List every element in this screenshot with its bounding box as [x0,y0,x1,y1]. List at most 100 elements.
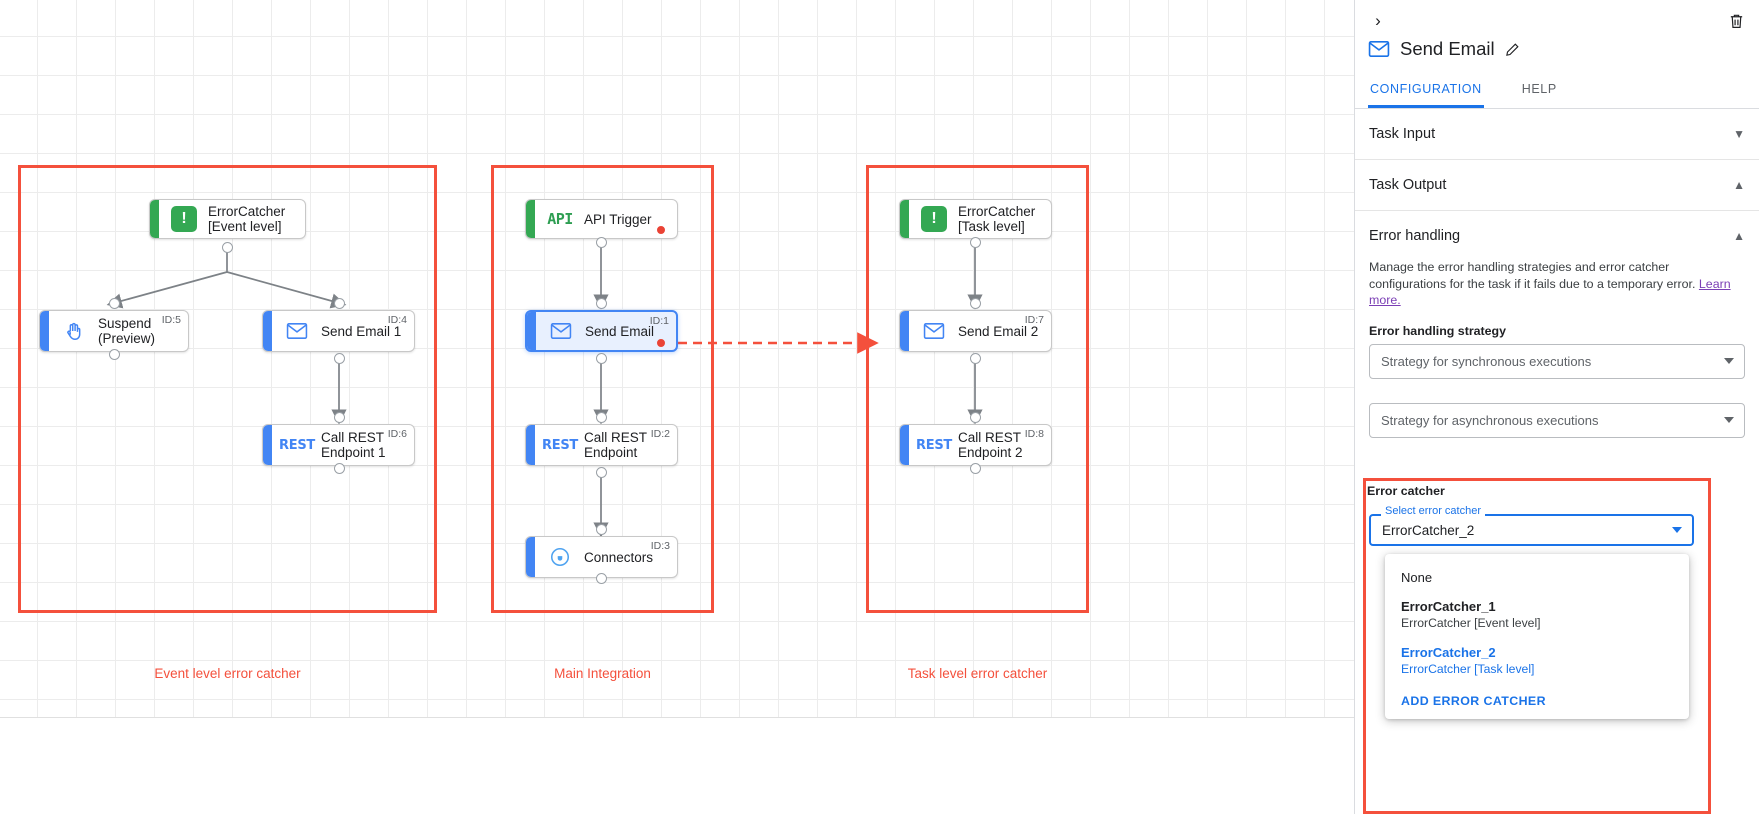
chevron-down-icon[interactable]: ▼ [1733,127,1745,141]
sync-strategy-select[interactable]: Strategy for synchronous executions [1369,343,1745,379]
connector-dot[interactable] [596,412,607,423]
task-config-panel: › Send Email [1354,0,1759,814]
node-id: ID:3 [650,540,670,552]
connector-dot[interactable] [596,524,607,535]
node-api-trigger[interactable]: API API Trigger [525,199,678,239]
error-catcher-icon: ! [914,206,954,232]
section-header-task-output[interactable]: Task Output ▲ [1369,160,1745,210]
node-accent-bar [263,311,272,351]
node-label: Call REST Endpoint 2 [958,430,1023,460]
node-label: ErrorCatcher [Event level] [208,204,286,234]
connector-dot[interactable] [596,237,607,248]
group-box-main-integration [491,165,714,613]
page-title: Send Email [1400,38,1495,59]
description-text: Manage the error handling strategies and… [1369,260,1696,291]
node-error-catcher-task-level[interactable]: ! ErrorCatcher [Task level] [899,199,1052,239]
node-accent-bar [526,200,535,238]
api-icon: API [547,210,573,228]
node-call-rest-endpoint-2[interactable]: REST Call REST Endpoint 2 ID:8 [899,424,1052,466]
node-label: Suspend (Preview) [98,316,156,346]
group-box-task-level [866,165,1089,613]
connector-dot[interactable] [970,412,981,423]
connector-dot[interactable] [596,467,607,478]
connector-dot[interactable] [109,349,120,360]
mail-icon [914,322,954,340]
rest-icon: REST [279,437,315,453]
node-label: ErrorCatcher [Task level] [958,204,1036,234]
trash-icon[interactable] [1723,8,1749,34]
option-secondary: ErrorCatcher [Event level] [1401,616,1541,630]
section-task-input: Task Input ▼ [1355,109,1759,160]
tab-configuration[interactable]: CONFIGURATION [1368,76,1484,108]
option-primary: ErrorCatcher_2 [1401,645,1496,660]
connector-dot[interactable] [970,237,981,248]
group-caption-main-integration: Main Integration [554,666,651,681]
chevron-up-icon[interactable]: ▲ [1733,178,1745,192]
node-id: ID:4 [387,314,407,326]
connector-dot[interactable] [596,298,607,309]
chevron-right-icon[interactable]: › [1375,11,1381,30]
node-accent-bar [900,311,909,351]
connector-dot[interactable] [334,463,345,474]
section-task-output: Task Output ▲ [1355,160,1759,211]
node-call-rest-endpoint[interactable]: REST Call REST Endpoint ID:2 [525,424,678,466]
section-error-handling: Error handling ▲ Manage the error handli… [1355,211,1759,438]
node-id: ID:6 [387,428,407,440]
node-id: ID:1 [649,315,669,327]
node-connectors[interactable]: Connectors ID:3 [525,536,678,578]
node-id: ID:7 [1024,314,1044,326]
async-strategy-select[interactable]: Strategy for asynchronous executions [1369,402,1745,438]
error-catcher-select[interactable]: ErrorCatcher_2 [1369,514,1694,546]
node-label: Send Email [585,323,655,339]
connector-dot[interactable] [970,463,981,474]
mail-icon [1368,40,1390,58]
node-send-email[interactable]: Send Email ID:1 [525,310,678,352]
learn-more-link[interactable]: Learn more. [1369,276,1731,308]
panel-header: › Send Email [1355,0,1759,76]
node-label: Send Email 1 [321,323,402,339]
error-handling-strategy-label: Error handling strategy [1369,323,1507,338]
section-header-task-input[interactable]: Task Input ▼ [1369,109,1745,159]
group-caption-event-level: Event level error catcher [154,666,301,681]
node-call-rest-endpoint-1[interactable]: REST Call REST Endpoint 1 ID:6 [262,424,415,466]
chevron-up-icon[interactable]: ▲ [1733,229,1745,243]
node-accent-bar [526,425,535,465]
node-accent-bar [526,537,535,577]
error-catcher-section-label: Error catcher [1367,484,1445,498]
connector-dot[interactable] [334,353,345,364]
async-strategy-value: Strategy for asynchronous executions [1381,412,1599,428]
section-header-error-handling[interactable]: Error handling ▲ [1369,211,1745,261]
connector-dot[interactable] [334,412,345,423]
connector-dot[interactable] [222,242,233,253]
node-accent-bar [900,425,909,465]
connector-dot[interactable] [970,353,981,364]
dropdown-option-errorcatcher-1[interactable]: ErrorCatcher_1 ErrorCatcher [Event level… [1385,592,1689,638]
chevron-down-icon [1724,358,1734,364]
connector-dot[interactable] [334,298,345,309]
panel-title-row: Send Email [1368,38,1520,60]
dropdown-option-none[interactable]: None [1385,563,1689,592]
pencil-icon[interactable] [1505,42,1520,57]
connector-dot[interactable] [596,353,607,364]
group-caption-task-level: Task level error catcher [907,666,1048,681]
error-catcher-highlight-box [1363,478,1711,814]
connector-dot[interactable] [596,573,607,584]
tab-help[interactable]: HELP [1521,82,1557,96]
dropdown-option-errorcatcher-2[interactable]: ErrorCatcher_2 ErrorCatcher [Task level] [1385,638,1689,684]
add-error-catcher-button[interactable]: ADD ERROR CATCHER [1401,694,1546,708]
workflow-canvas[interactable]: ! ErrorCatcher [Event level] Suspend (Pr… [0,0,1354,814]
panel-tabs: CONFIGURATION HELP [1355,76,1759,109]
connector-dot[interactable] [970,298,981,309]
node-suspend[interactable]: Suspend (Preview) ID:5 [39,310,189,352]
option-primary: ErrorCatcher_1 [1401,599,1496,614]
error-handling-description: Manage the error handling strategies and… [1369,259,1745,309]
section-title: Error handling [1369,228,1461,244]
node-label: API Trigger [584,211,652,227]
node-send-email-2[interactable]: Send Email 2 ID:7 [899,310,1052,352]
node-send-email-1[interactable]: Send Email 1 ID:4 [262,310,415,352]
option-secondary: ErrorCatcher [Task level] [1401,662,1535,676]
connector-dot[interactable] [109,298,120,309]
node-error-catcher-event-level[interactable]: ! ErrorCatcher [Event level] [149,199,306,239]
node-error-indicator [657,339,665,347]
sync-strategy-value: Strategy for synchronous executions [1381,353,1592,369]
